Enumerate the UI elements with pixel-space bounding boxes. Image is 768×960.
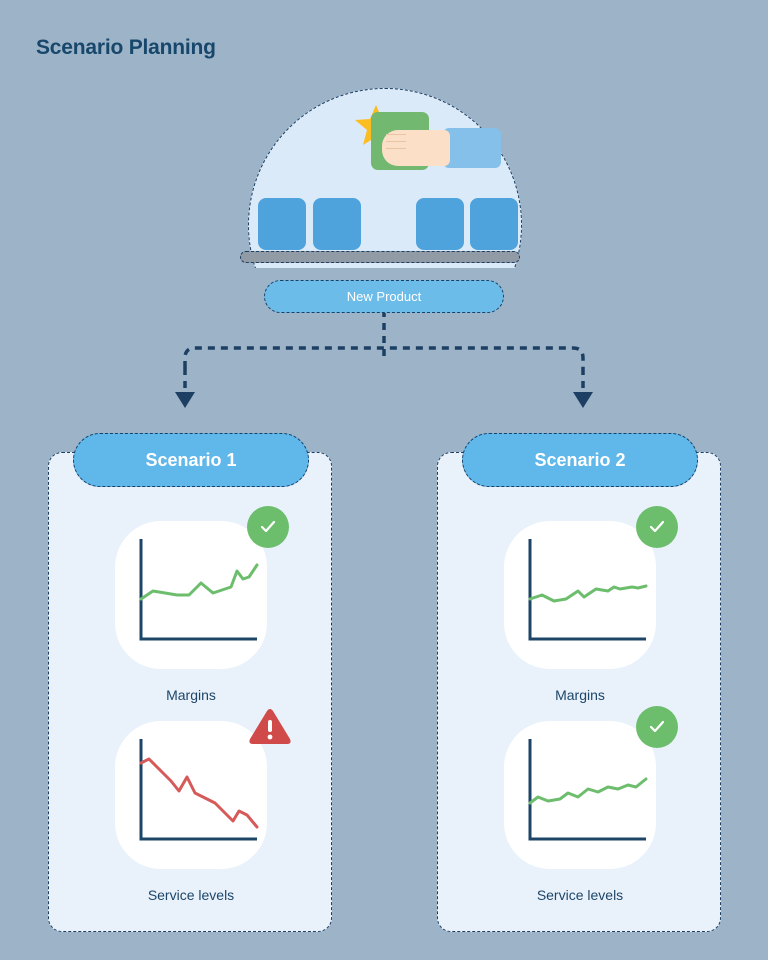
scenario-card-1[interactable]: Scenario 1 Margins [48,433,333,932]
metric-margins-s2: Margins [438,506,722,703]
metric-label-service-levels-s2: Service levels [536,887,624,903]
metric-label-margins-s1: Margins [166,687,216,703]
check-circle-icon [636,706,678,748]
status-badge-margins-s1 [247,506,289,548]
line-chart-margins-s2 [528,539,648,641]
metric-label-service-levels-s1: Service levels [147,887,235,903]
scenario-2-header: Scenario 2 [462,433,698,487]
status-badge-service-levels-s2 [636,706,678,748]
scenario-1-title: Scenario 1 [145,449,237,470]
scenario-card-2[interactable]: Scenario 2 Margins [437,433,722,932]
branching-arrows [175,310,593,408]
chart-tile-margins-s1 [115,506,289,669]
line-chart-margins-s1 [139,539,259,641]
new-product-label: New Product [346,289,422,304]
status-badge-margins-s2 [636,506,678,548]
chart-tile-service-levels-s2 [504,706,678,869]
chart-tile-service-levels-s1 [115,709,291,869]
shelf-icon [240,251,520,263]
arrowhead-left-icon [175,392,195,408]
scenario-1-header: Scenario 1 [73,433,309,487]
shelf-box-4 [470,198,518,250]
shelf-box-1 [258,198,306,250]
shelf-boxes [248,198,520,250]
scenario-2-title: Scenario 2 [534,449,626,470]
check-circle-icon [636,506,678,548]
finger-detail-icon [386,134,406,162]
page-title: Scenario Planning [36,36,216,59]
arrowhead-right-icon [573,392,593,408]
metric-margins-s1: Margins [49,506,333,703]
line-chart-service-levels-s1 [139,739,259,841]
chart-tile-margins-s2 [504,506,678,669]
new-product-pill[interactable]: New Product [264,280,504,313]
illustration-clip [234,88,534,268]
sleeve-icon [443,128,501,168]
shelf-box-2 [313,198,361,250]
metric-service-levels-s1: Service levels [49,709,333,903]
metric-service-levels-s2: Service levels [438,706,722,903]
metric-label-margins-s2: Margins [555,687,605,703]
status-badge-service-levels-s1 [247,706,291,748]
check-circle-icon [247,506,289,548]
line-chart-service-levels-s2 [528,739,648,841]
warning-triangle-icon [249,709,291,744]
shelf-box-3 [416,198,464,250]
new-product-illustration [234,88,534,268]
